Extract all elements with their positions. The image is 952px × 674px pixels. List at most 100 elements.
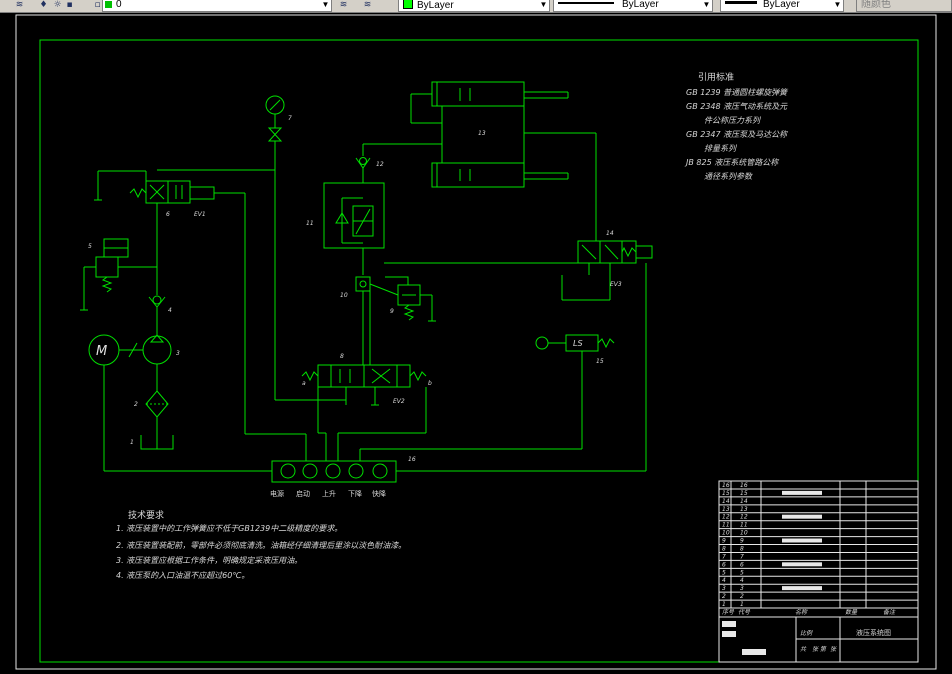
title-row-number: 8 <box>722 545 726 552</box>
title-row-code: 10 <box>740 530 748 537</box>
label-12: 12 <box>376 161 384 168</box>
sheet-total: 张 第 <box>812 645 827 653</box>
color-swatch <box>403 0 413 9</box>
label-9: 9 <box>390 308 394 315</box>
header-no: 序号 <box>722 608 735 616</box>
tech-line: 4. 液压泵的入口油温不应超过60℃。 <box>116 571 249 580</box>
standards-heading: 引用标准 <box>698 71 734 83</box>
hydraulic-cylinder-13: 13 <box>363 81 596 188</box>
drawing-name: 液压系统图 <box>856 628 891 637</box>
ls-label: LS <box>573 339 583 348</box>
relief-valve-5: 5 <box>80 238 157 311</box>
title-row-number: 3 <box>722 585 726 592</box>
switch-up: 上升 <box>322 489 336 498</box>
title-row-code: 4 <box>740 577 744 584</box>
label-6: 6 <box>166 211 170 218</box>
header-code: 代号 <box>738 609 751 616</box>
label-15: 15 <box>596 358 604 365</box>
layer-previous-icon[interactable]: ≋ <box>363 0 372 10</box>
motor-label: M <box>96 344 107 359</box>
header-name: 名称 <box>795 608 808 616</box>
lineweight-dropdown[interactable]: ByLayer ▼ <box>720 0 844 12</box>
title-row-code: 6 <box>740 561 744 568</box>
title-row-code: 2 <box>740 593 744 600</box>
paper-border <box>15 14 937 670</box>
title-row-code: 13 <box>740 506 748 513</box>
title-row-name-bar <box>782 538 822 543</box>
chevron-down-icon[interactable]: ▼ <box>321 0 330 9</box>
tech-heading: 技术要求 <box>128 509 164 521</box>
linetype-value: ByLayer <box>622 0 659 10</box>
label-3: 3 <box>176 350 180 357</box>
chevron-down-icon[interactable]: ▼ <box>539 0 548 9</box>
switch-start: 启动 <box>296 489 310 498</box>
title-row-number: 16 <box>722 482 730 489</box>
lineweight-swatch <box>725 1 757 4</box>
title-row-code: 15 <box>740 490 748 497</box>
layer-manager-icon[interactable]: ≋ <box>15 0 24 10</box>
label-8: 8 <box>340 353 344 360</box>
title-row-number: 5 <box>722 569 726 576</box>
title-row-number: 9 <box>722 538 726 545</box>
color-value: ByLayer <box>417 0 454 11</box>
check-valve-4: 4 <box>148 295 172 335</box>
hydraulic-schematic: 引用标准 GB 1239 普通圆柱螺旋弹簧 GB 2348 液压气动系统及元 件… <box>15 14 937 670</box>
directional-valve-14: 14 EV3 <box>384 133 653 472</box>
standards-line: 通径系列参数 <box>704 172 753 181</box>
layer-color-swatch <box>105 1 112 8</box>
label-5: 5 <box>88 243 92 250</box>
relief-valve-9: 9 <box>369 276 436 322</box>
sun-icon[interactable]: ☼ <box>53 0 62 10</box>
title-row-number: 14 <box>722 498 730 505</box>
switch-power: 电源 <box>270 489 284 498</box>
check-valve-12: 12 <box>355 144 384 183</box>
scale-label: 比例 <box>800 629 813 637</box>
chevron-down-icon[interactable]: ▼ <box>702 0 711 9</box>
label-10: 10 <box>340 292 348 299</box>
directional-valve-6: 6 EV1 <box>94 169 307 461</box>
plotstyle-dropdown[interactable]: 随颜色 <box>856 0 952 12</box>
filter-2: 2 <box>134 390 169 449</box>
pump-motor-3: M 3 <box>88 334 272 472</box>
standards-line: JB 825 液压系统管路公称 <box>684 158 780 167</box>
color-dropdown[interactable]: ByLayer ▼ <box>398 0 550 12</box>
check-valve-10: 10 <box>340 276 371 299</box>
make-current-icon[interactable]: ≋ <box>339 0 348 10</box>
title-row-code: 16 <box>740 482 748 489</box>
layer-plot-icon[interactable]: ▫ <box>94 0 101 10</box>
label-4: 4 <box>168 307 172 314</box>
layer-dropdown[interactable]: 0 ▼ <box>102 0 332 12</box>
title-row-code: 11 <box>740 522 748 529</box>
pressure-gauge-7: 7 <box>265 95 346 401</box>
label-16: 16 <box>408 456 416 463</box>
standards-line: 排量系列 <box>704 144 738 153</box>
title-row-name-bar <box>782 562 822 567</box>
lineweight-value: ByLayer <box>763 0 800 10</box>
title-row-code: 12 <box>740 514 748 521</box>
title-row-number: 11 <box>722 522 730 529</box>
sheet-label: 共 <box>800 646 807 653</box>
linetype-swatch <box>558 2 614 4</box>
label-a: a <box>302 380 306 387</box>
drawing-canvas[interactable]: 引用标准 GB 1239 普通圆柱螺旋弹簧 GB 2348 液压气动系统及元 件… <box>0 13 952 674</box>
switch-fast-down: 快降 <box>372 489 386 498</box>
limit-switch-15: LS 15 <box>359 334 615 461</box>
title-row-number: 7 <box>722 553 726 560</box>
label-b: b <box>428 380 432 387</box>
title-row-number: 4 <box>722 577 726 584</box>
standards-line: 件公称压力系列 <box>704 116 762 125</box>
label-1: 1 <box>130 439 134 446</box>
chevron-down-icon[interactable]: ▼ <box>833 0 842 9</box>
lock-icon[interactable]: ▪ <box>66 0 73 10</box>
header-remark: 备注 <box>883 608 896 616</box>
lightbulb-icon[interactable]: ♦ <box>39 0 48 10</box>
control-panel-16: 16 电源 启动 上升 下降 快降 <box>270 456 416 498</box>
standards-line: GB 2348 液压气动系统及元 <box>686 102 788 111</box>
flow-control-valve-11: 11 <box>306 182 385 275</box>
title-row-code: 7 <box>740 553 744 560</box>
plotstyle-value: 随颜色 <box>861 0 891 10</box>
standards-line: GB 1239 普通圆柱螺旋弹簧 <box>686 88 789 97</box>
title-row-number: 13 <box>722 506 730 513</box>
linetype-dropdown[interactable]: ByLayer ▼ <box>553 0 713 12</box>
